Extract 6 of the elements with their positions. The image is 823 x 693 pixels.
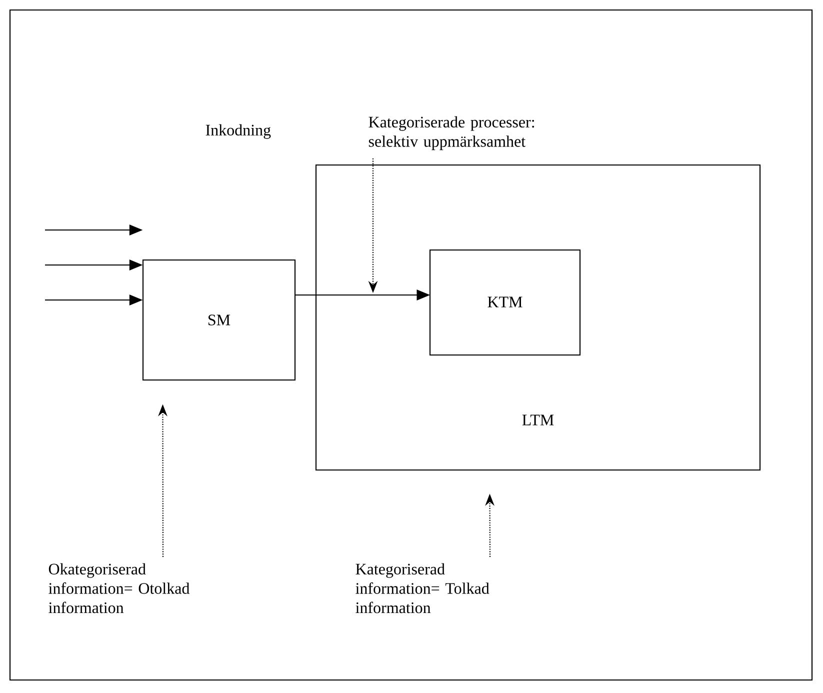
annotation-text: Kategoriserad information= Tolkad information — [356, 563, 490, 614]
memory-box: SM — [142, 259, 296, 381]
memory-box: KTM — [429, 249, 581, 356]
annotation-text: Kategoriserade processer: selektiv uppmärksamhet — [368, 116, 534, 150]
heading-text: Inkodning — [206, 124, 271, 139]
annotation-text: Okategoriserad information= Otolkad information — [48, 563, 190, 614]
